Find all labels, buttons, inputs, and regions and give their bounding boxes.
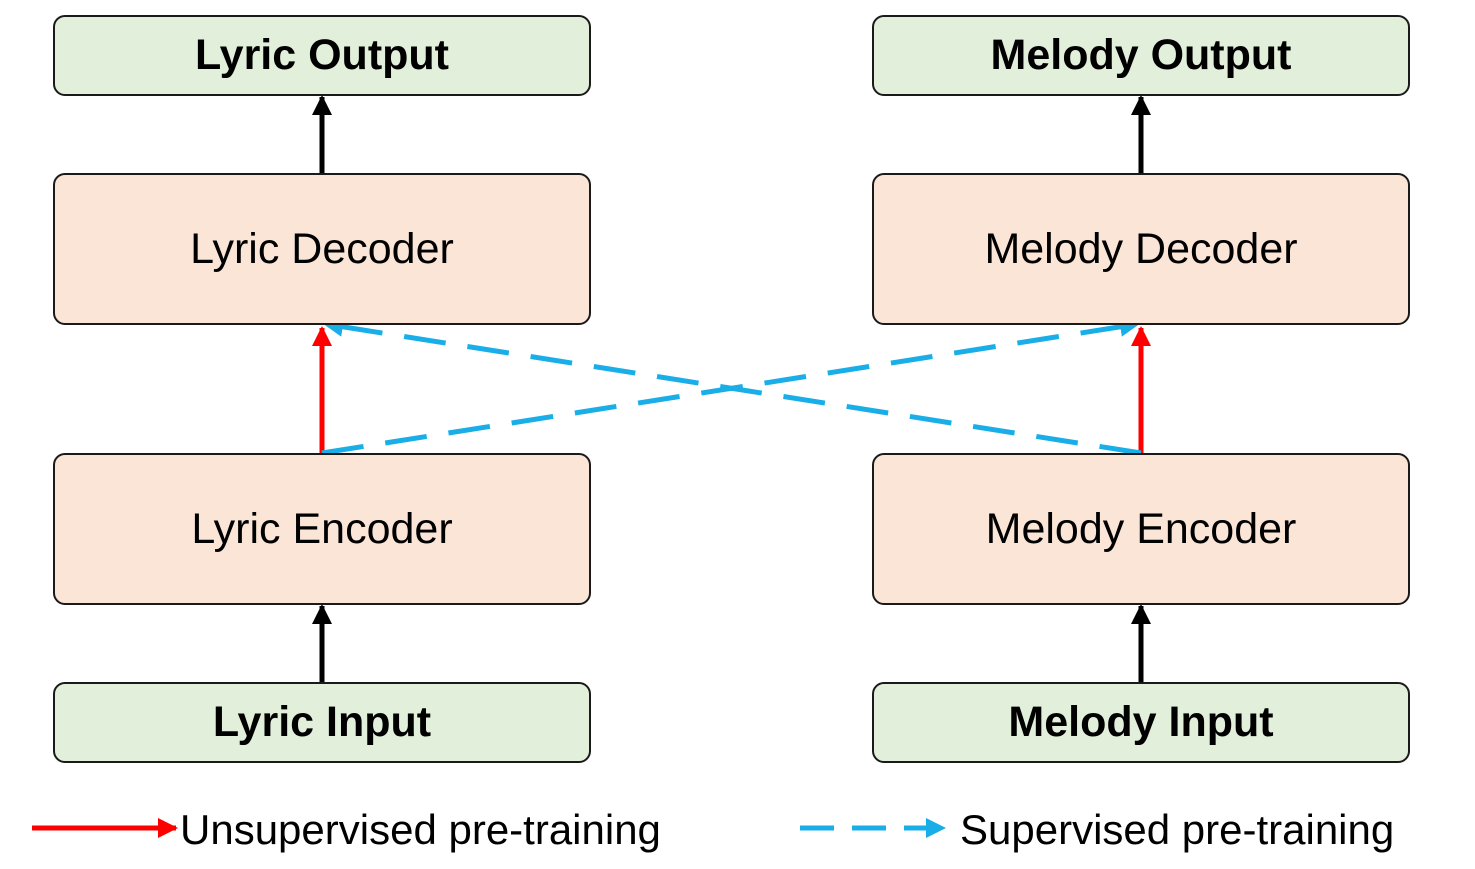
legend-unsupervised-label: Unsupervised pre-training: [180, 806, 661, 853]
melody-decoder-box: Melody Decoder: [872, 173, 1410, 325]
lyric-output-box: Lyric Output: [53, 15, 591, 96]
arrow-supervised-melody-to-lyric: [323, 316, 1142, 456]
legend-supervised-label: Supervised pre-training: [960, 806, 1395, 853]
lyric-decoder-label: Lyric Decoder: [190, 224, 454, 273]
melody-decoder-label: Melody Decoder: [984, 224, 1298, 273]
melody-encoder-box: Melody Encoder: [872, 453, 1410, 605]
lyric-decoder-box: Lyric Decoder: [53, 173, 591, 325]
melody-input-box: Melody Input: [872, 682, 1410, 763]
melody-output-box: Melody Output: [872, 15, 1410, 96]
lyric-output-label: Lyric Output: [194, 31, 449, 79]
lyric-input-label: Lyric Input: [212, 698, 432, 746]
melody-encoder-label: Melody Encoder: [985, 504, 1297, 553]
melody-output-label: Melody Output: [990, 31, 1292, 79]
lyric-encoder-label: Lyric Encoder: [191, 504, 453, 553]
lyric-input-box: Lyric Input: [53, 682, 591, 763]
melody-input-label: Melody Input: [1008, 698, 1274, 746]
lyric-encoder-box: Lyric Encoder: [53, 453, 591, 605]
